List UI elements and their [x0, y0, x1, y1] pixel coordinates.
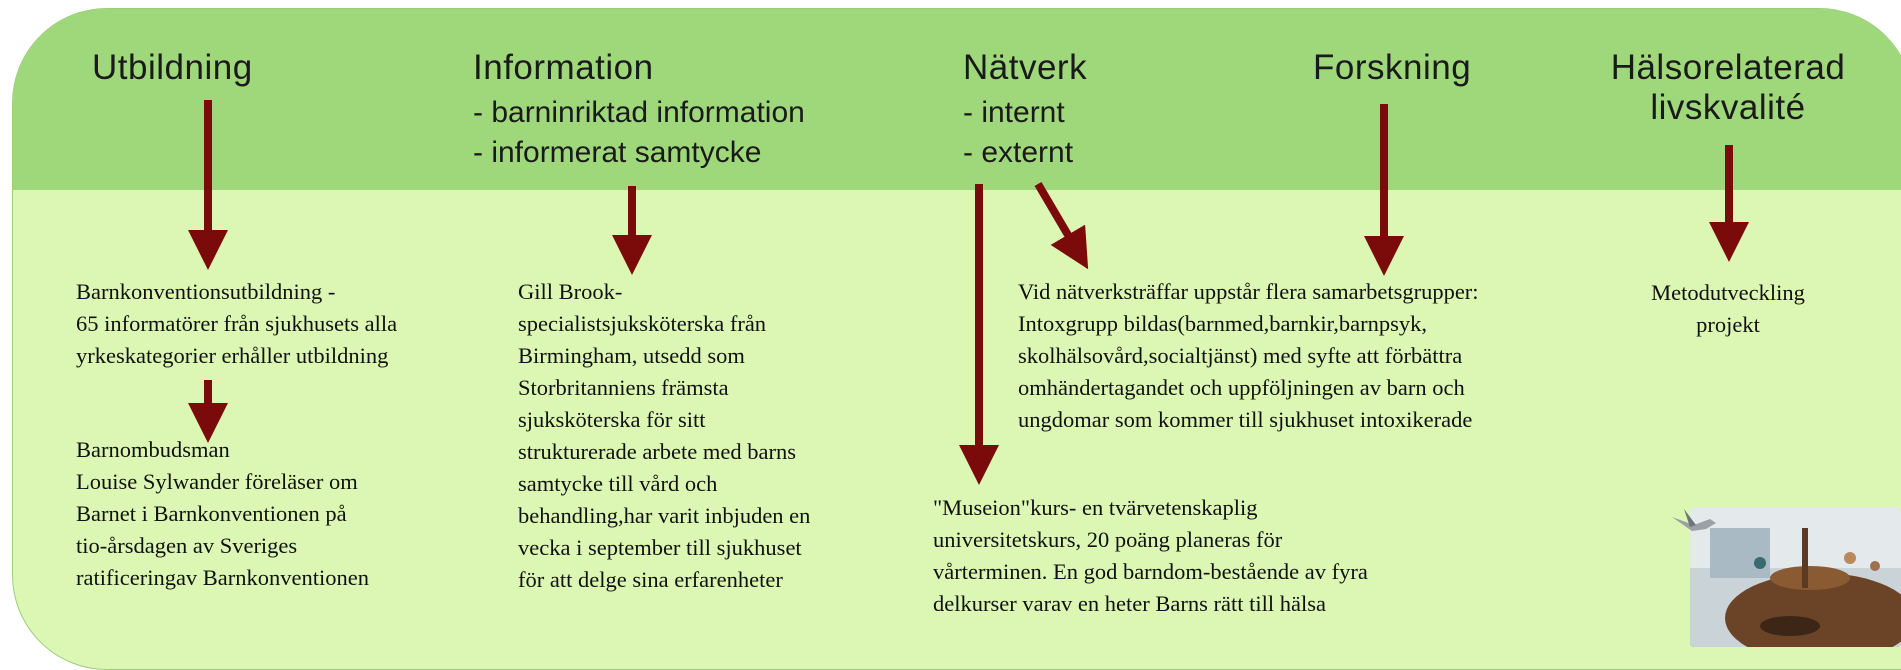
text-line: projekt [1696, 312, 1760, 337]
text-line: vårterminen. En god barndom-bestående av… [933, 559, 1368, 584]
header-utbildning: Utbildning [92, 48, 253, 87]
natverk-text-1: Vid nätverksträffar uppstår flera samarb… [1018, 276, 1479, 436]
natverk-sub-1: - internt [963, 96, 1065, 129]
text-line: för att delge sina erfarenheter [518, 567, 783, 592]
header-halsa-line-1: Hälsorelaterad [1610, 48, 1846, 87]
text-line: Gill Brook- [518, 279, 623, 304]
text-line: delkurser varav en heter Barns rätt till… [933, 591, 1326, 616]
header-forskning: Forskning [1313, 48, 1472, 87]
text-line: samtycke till vård och [518, 471, 718, 496]
utbildning-text-2: Barnombudsman Louise Sylwander föreläser… [76, 434, 369, 594]
natverk-sub-2: - externt [963, 136, 1074, 169]
text-line: sjuksköterska för sitt [518, 407, 706, 432]
text-line: Storbritanniens främsta [518, 375, 729, 400]
text-line: skolhälsovård,socialtjänst) med syfte at… [1018, 343, 1463, 368]
text-line: Barnkonventionsutbildning - [76, 279, 336, 304]
text-line: ratificeringav Barnkonventionen [76, 565, 370, 590]
arrow-natverk-diagonal [1034, 181, 1089, 270]
text-line: tio-årsdagen av Sveriges [76, 533, 298, 558]
museum-photo [1690, 508, 1901, 647]
text-line: specialistsjuksköterska från [518, 311, 767, 336]
photo-illustration [1690, 508, 1901, 647]
text-line: Metodutveckling [1651, 280, 1805, 305]
text-line: omhändertagandet och uppföljningen av ba… [1018, 375, 1465, 400]
text-line: behandling,har varit inbjuden en [518, 503, 811, 528]
utbildning-text-1: Barnkonventionsutbildning - 65 informatö… [76, 276, 397, 372]
header-band [13, 9, 1901, 190]
information-sub-1: - barninriktad information [473, 96, 805, 129]
text-line: Barnet i Barnkonventionen på [76, 501, 347, 526]
text-line: "Museion"kurs- en tvärvetenskaplig [933, 495, 1258, 520]
text-line: Barnombudsman [76, 437, 230, 462]
information-text: Gill Brook- specialistsjuksköterska från… [518, 276, 810, 596]
text-line: vecka i september till sjukhuset [518, 535, 802, 560]
text-line: strukturerade arbete med barns [518, 439, 796, 464]
text-line: Intoxgrupp bildas(barnmed,barnkir,barnps… [1018, 311, 1427, 336]
text-line: ungdomar som kommer till sjukhuset intox… [1018, 407, 1473, 432]
text-line: Birmingham, utsedd som [518, 343, 745, 368]
text-line: Louise Sylwander föreläser om [76, 469, 358, 494]
information-sub-2: - informerat samtycke [473, 136, 762, 169]
header-information: Information [473, 48, 654, 87]
header-natverk: Nätverk [963, 48, 1088, 87]
header-halsorelaterad: Hälsorelaterad livskvalité [1598, 48, 1858, 128]
arrows-layer [188, 100, 1749, 485]
natverk-text-2: "Museion"kurs- en tvärvetenskaplig unive… [933, 492, 1368, 620]
bird-icon [1672, 509, 1716, 531]
halsa-text: Metodutveckling projekt [1613, 277, 1843, 341]
text-line: Vid nätverksträffar uppstår flera samarb… [1018, 279, 1479, 304]
text-line: yrkeskategorier erhåller utbildning [76, 343, 389, 368]
diagram-panel [12, 8, 1901, 670]
text-line: 65 informatörer från sjukhusets alla [76, 311, 398, 336]
text-line: universitetskurs, 20 poäng planeras för [933, 527, 1283, 552]
header-halsa-line-2: livskvalité [1650, 88, 1806, 127]
